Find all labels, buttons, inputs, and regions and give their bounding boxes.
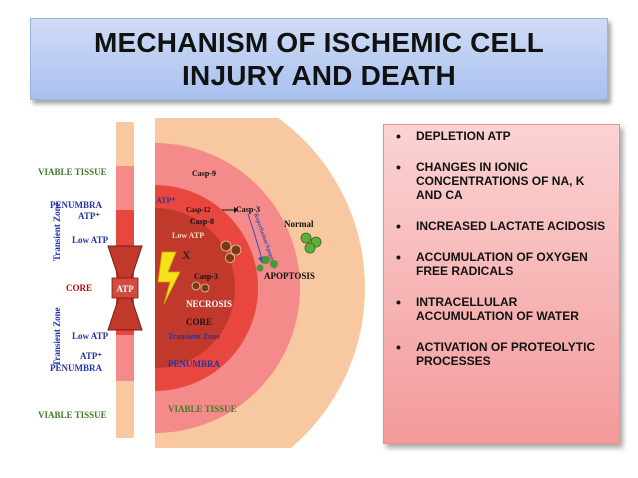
penumbra-top-label: PENUMBRA [50, 200, 102, 210]
core-circle-label: CORE [186, 317, 212, 327]
apoptosis-label: APOPTOSIS [264, 271, 315, 281]
penumbra-bottom-label: PENUMBRA [50, 363, 102, 373]
transient-zone-top-label: Transient Zone [52, 202, 62, 261]
atp-plus-bottom-label: ATP⁺ [80, 351, 102, 361]
low-atp-top-label: Low ATP [72, 235, 109, 245]
slide-title-line-2: INJURY AND DEATH [182, 60, 456, 91]
normal-label: Normal [284, 219, 314, 229]
bullet-depletion-atp: DEPLETION ATP [394, 129, 611, 143]
x-mark-label: X [182, 248, 191, 262]
viable-tissue-bottom-label: VIABLE TISSUE [38, 410, 107, 420]
transient-zone-bottom-label: Transient Zone [52, 307, 62, 366]
normal-cells-icon [300, 232, 322, 254]
casp12-label: Casp-12 [186, 206, 211, 214]
necrotic-cells-icon [191, 240, 242, 293]
casp9-label: Casp-9 [192, 169, 216, 178]
bullet-oxygen-radicals: ACCUMULATION OF OXYGEN FREE RADICALS [394, 250, 611, 278]
apoptotic-cells-icon [256, 256, 278, 272]
casp3-top-label: Casp-3 [236, 205, 260, 214]
casp8-label: Casp-8 [190, 217, 214, 226]
lightning-bolt-icon [157, 251, 181, 305]
necrosis-label: NECROSIS [186, 299, 232, 309]
ischemia-diagram: ATP VIABLE TISSUE PENUMBRA ATP⁺ Low ATP … [0, 118, 365, 448]
viable-tissue-top-label: VIABLE TISSUE [38, 167, 107, 177]
key-points-panel: DEPLETION ATP CHANGES IN IONIC CONCENTRA… [383, 124, 620, 444]
bullet-lactate-acidosis: INCREASED LACTATE ACIDOSIS [394, 219, 611, 233]
bullet-water-accumulation: INTRACELLULAR ACCUMULATION OF WATER [394, 295, 611, 323]
title-banner: MECHANISM OF ISCHEMIC CELL INJURY AND DE… [30, 18, 608, 100]
core-left-label: CORE [66, 283, 92, 293]
slide-title-line-1: MECHANISM OF ISCHEMIC CELL [93, 27, 545, 58]
atp-center-label: ATP [116, 284, 134, 294]
atp-plus-circle-label: ATP⁺ [156, 196, 176, 205]
key-points-list: DEPLETION ATP CHANGES IN IONIC CONCENTRA… [394, 129, 611, 368]
casp3-lower-label: Casp-3 [194, 272, 218, 281]
atp-plus-top-label: ATP⁺ [78, 211, 100, 221]
low-atp-bottom-label: Low ATP [72, 331, 109, 341]
bullet-proteolytic: ACTIVATION OF PROTEOLYTIC PROCESSES [394, 340, 611, 368]
bullet-ionic-changes: CHANGES IN IONIC CONCENTRATIONS OF NA, K… [394, 160, 611, 202]
low-atp-circle-label: Low ATP [172, 231, 204, 240]
viable-tissue-circle-label: VIABLE TISSUE [168, 404, 237, 414]
penumbra-circle-label: PENUMBRA [168, 359, 220, 369]
transient-zone-circle-label: Transient Zone [168, 332, 221, 341]
